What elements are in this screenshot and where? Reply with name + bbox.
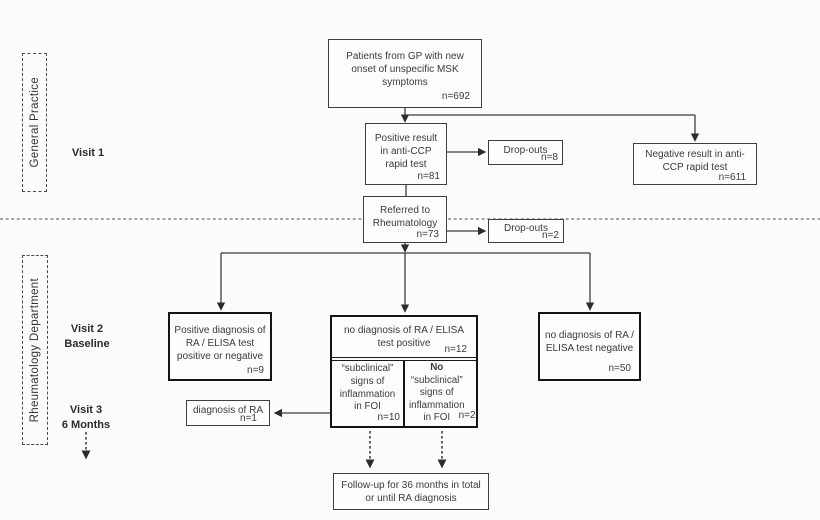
no-ra-elisa-positive-n: n=12 (444, 344, 467, 355)
dropouts-referral-n: n=2 (542, 230, 559, 241)
visit2-line1: Visit 2 (70, 323, 104, 335)
section-rheumatology-department: Rheumatology Department (22, 255, 48, 445)
flow-box-ra-diagnosis: diagnosis of RA n=1 (186, 400, 270, 426)
no-ra-elisa-positive-text: no diagnosis of RA / ELISA test positive (343, 325, 465, 349)
flow-box-dropouts-referral: Drop-outs n=2 (488, 219, 564, 243)
no-subclinical-foi-n: n=2 (458, 410, 476, 422)
referred-n: n=73 (416, 229, 439, 240)
no-subclinical-foi-emphasis: No (430, 362, 444, 374)
positive-diagnosis-text: Positive diagnosis of RA / ELISA test po… (174, 324, 266, 362)
patients-text: Patients from GP with new onset of unspe… (346, 51, 464, 88)
ra-diagnosis-n: n=1 (240, 413, 257, 424)
visit3-line1: Visit 3 (69, 404, 103, 416)
no-ra-elisa-negative-text: no diagnosis of RA / ELISA test negative (545, 329, 634, 354)
positive-diagnosis-n: n=9 (247, 365, 264, 376)
positive-rapid-n: n=81 (417, 171, 440, 182)
section-general-practice: General Practice (22, 53, 47, 192)
no-ra-elisa-negative-n: n=50 (608, 363, 631, 374)
flow-box-negative-rapid-test: Negative result in anti-CCP rapid test n… (633, 143, 757, 185)
flow-box-no-ra-elisa-positive-group: no diagnosis of RA / ELISA test positive… (330, 315, 478, 428)
positive-rapid-text: Positive result in anti-CCP rapid test (374, 132, 438, 170)
followup-text: Follow-up for 36 months in total or unti… (341, 479, 481, 504)
flow-box-positive-rapid-test: Positive result in anti-CCP rapid test n… (365, 123, 447, 185)
dropouts-referral-text: Drop-outs (504, 223, 548, 234)
patients-n: n=692 (441, 91, 470, 102)
flow-box-positive-diagnosis: Positive diagnosis of RA / ELISA test po… (168, 312, 272, 381)
section-rheumatology-department-label: Rheumatology Department (29, 277, 41, 423)
referred-text: Referred to Rheumatology (372, 204, 438, 229)
visit1-line1: Visit 1 (71, 147, 105, 159)
no-subclinical-foi-text: “subclinical” signs of inflammation in F… (409, 374, 465, 424)
negative-rapid-n: n=611 (718, 172, 746, 183)
flow-box-referred: Referred to Rheumatology n=73 (363, 196, 447, 243)
visit2-line2: Baseline (64, 337, 110, 350)
flow-box-no-subclinical-foi: No “subclinical” signs of inflammation i… (405, 361, 479, 426)
flow-box-no-ra-elisa-negative: no diagnosis of RA / ELISA test negative… (538, 312, 641, 381)
negative-rapid-text: Negative result in anti-CCP rapid test (645, 148, 745, 173)
flow-box-followup: Follow-up for 36 months in total or unti… (333, 473, 489, 510)
visit2-label: Visit 2 Baseline (57, 322, 117, 352)
foi-subcells-row: “subclinical” signs of inflammation in F… (332, 361, 476, 426)
flow-box-dropouts-visit1: Drop-outs n=8 (488, 140, 563, 165)
flow-box-no-ra-elisa-positive: no diagnosis of RA / ELISA test positive… (332, 317, 476, 361)
dropouts-visit1-text: Drop-outs (503, 144, 548, 156)
subclinical-foi-text: “subclinical” signs of inflammation in F… (339, 363, 396, 413)
dropouts-visit1-n: n=8 (541, 152, 558, 163)
visit3-label: Visit 3 6 Months (56, 403, 116, 433)
section-general-practice-label: General Practice (28, 77, 41, 168)
flow-box-subclinical-foi: “subclinical” signs of inflammation in F… (332, 361, 405, 426)
ra-diagnosis-text: diagnosis of RA (192, 404, 264, 416)
flow-box-patients: Patients from GP with new onset of unspe… (328, 39, 482, 108)
visit3-line2: 6 Months (61, 418, 111, 431)
visit1-label: Visit 1 (58, 146, 118, 161)
subclinical-foi-n: n=10 (377, 412, 400, 424)
